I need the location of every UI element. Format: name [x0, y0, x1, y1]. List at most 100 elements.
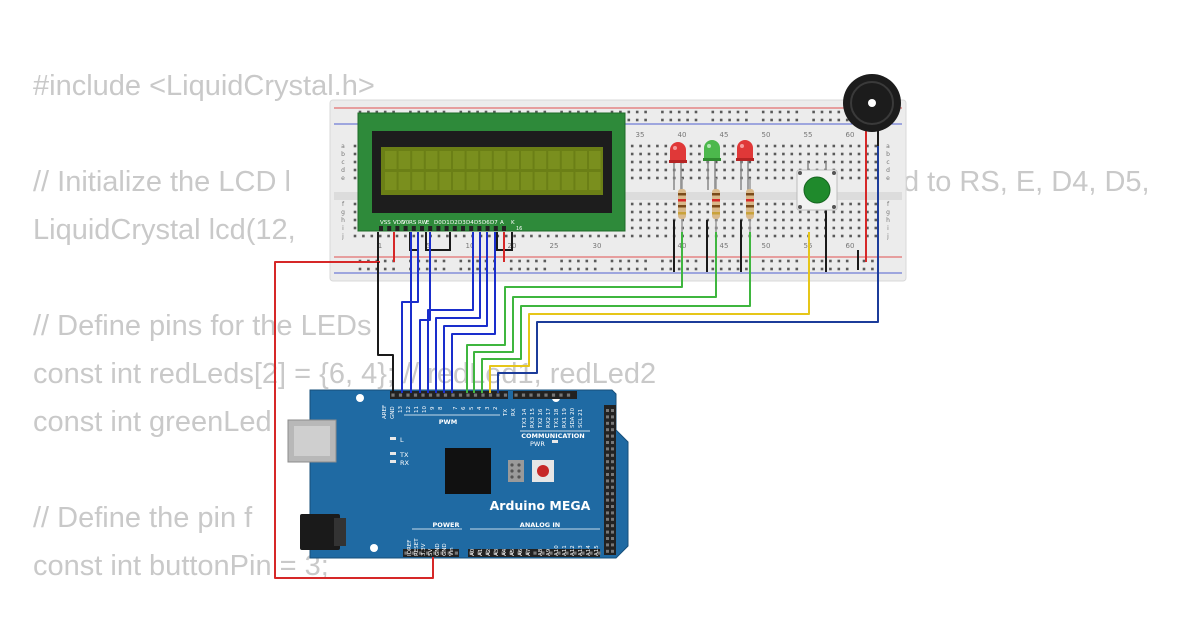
lcd-pin-label: E	[426, 220, 430, 226]
rail-hole	[761, 259, 765, 263]
breadboard-hole	[857, 176, 861, 180]
led-green	[703, 140, 721, 190]
header-pin	[611, 492, 614, 496]
lcd-pin-label: V0	[402, 220, 410, 226]
buzzer-hole	[868, 99, 876, 107]
header-pin	[611, 434, 614, 438]
resistor-band	[746, 212, 754, 215]
breadboard-hole	[723, 210, 726, 214]
breadboard-hole	[840, 218, 844, 222]
breadboard-hole	[807, 144, 810, 148]
rail-hole	[375, 110, 379, 114]
breadboard-hole	[773, 218, 777, 222]
rail-hole	[745, 118, 748, 122]
dc-jack	[300, 514, 340, 550]
led-highlight	[740, 144, 744, 148]
breadboard-hole	[765, 160, 768, 164]
header-pin	[411, 551, 415, 555]
header-pin	[611, 453, 614, 457]
header-pin	[611, 498, 614, 502]
rail-hole	[425, 259, 429, 263]
rail-hole	[459, 259, 463, 263]
rail-hole	[719, 118, 723, 122]
rail-hole	[619, 267, 622, 271]
wire-lcd-d6	[443, 232, 488, 393]
breadboard-hole	[698, 144, 701, 148]
lcd-pin	[493, 226, 498, 231]
breadboard-hole	[840, 202, 844, 206]
column-number: 5	[426, 242, 430, 250]
header-pin	[606, 460, 609, 464]
row-letter: a	[886, 143, 890, 150]
breadboard-hole	[773, 160, 777, 164]
pin-label: A15	[594, 545, 600, 556]
pin-label: 3.3V	[421, 543, 427, 556]
rail-hole	[535, 267, 538, 271]
rail-hole	[661, 267, 664, 271]
header-pin	[426, 551, 430, 555]
breadboard-hole	[857, 152, 861, 156]
button-corner	[798, 205, 802, 209]
rail-hole	[745, 259, 748, 263]
lcd-cell	[439, 151, 451, 169]
pin-label: 5V	[428, 549, 434, 556]
icsp-pin	[510, 475, 514, 479]
breadboard-hole	[656, 160, 659, 164]
breadboard-hole	[387, 234, 390, 238]
pin-label: 11	[414, 406, 420, 413]
breadboard-hole	[639, 218, 642, 222]
breadboard-hole	[866, 152, 869, 156]
mounting-hole	[370, 544, 378, 552]
header-pin	[398, 393, 403, 397]
breadboard-hole	[849, 176, 852, 180]
breadboard-hole	[538, 234, 542, 238]
row-letter: i	[342, 225, 344, 232]
rail-hole	[459, 110, 463, 114]
breadboard-hole	[639, 234, 642, 238]
rail-hole	[669, 259, 673, 263]
breadboard-hole	[647, 226, 651, 230]
breadboard-hole	[639, 152, 642, 156]
breadboard-hole	[714, 160, 718, 164]
rail-hole	[778, 267, 782, 271]
header-pin	[606, 505, 609, 508]
dc-jack-barrel	[334, 518, 346, 546]
power-label: POWER	[433, 521, 460, 529]
breadboard-hole	[782, 234, 785, 238]
lcd-pin-label: VDD	[393, 220, 405, 226]
rail-hole	[694, 267, 698, 271]
row-letter: f	[887, 201, 890, 208]
lcd-pin	[502, 226, 506, 231]
header-pin	[541, 551, 545, 555]
rail-hole	[829, 267, 832, 271]
breadboard-hole	[353, 176, 357, 180]
button-cap	[803, 176, 831, 204]
code-line: // Initialize the LCD l	[33, 166, 291, 198]
header-pin	[454, 551, 458, 555]
row-letter: j	[341, 233, 344, 240]
row-letter: i	[887, 225, 889, 232]
pwr-led-label: PWR	[530, 440, 545, 448]
breadboard-hole	[756, 152, 760, 156]
breadboard-hole	[420, 234, 424, 238]
breadboard-hole	[849, 218, 852, 222]
code-line-fragment: d to RS, E, D4, D5,	[903, 166, 1150, 198]
breadboard-hole	[530, 234, 533, 238]
rail-hole	[593, 110, 597, 114]
lcd-pin	[428, 226, 433, 231]
rail-hole	[635, 118, 639, 122]
breadboard-hole	[689, 160, 693, 164]
breadboard-hole	[362, 234, 365, 238]
lcd-cell	[466, 172, 479, 190]
wire-lcd-e	[401, 232, 419, 393]
rail-hole	[820, 259, 824, 263]
button-corner	[798, 171, 802, 175]
column-number: 35	[636, 131, 645, 139]
header-pin	[606, 409, 609, 412]
pin-label: RESET	[414, 538, 420, 556]
l-led-label: L	[400, 436, 404, 444]
header-pin	[418, 551, 422, 555]
lcd-pin-label: D0	[434, 220, 442, 226]
breadboard-hole	[731, 152, 735, 156]
pin-label: A9	[546, 548, 552, 556]
